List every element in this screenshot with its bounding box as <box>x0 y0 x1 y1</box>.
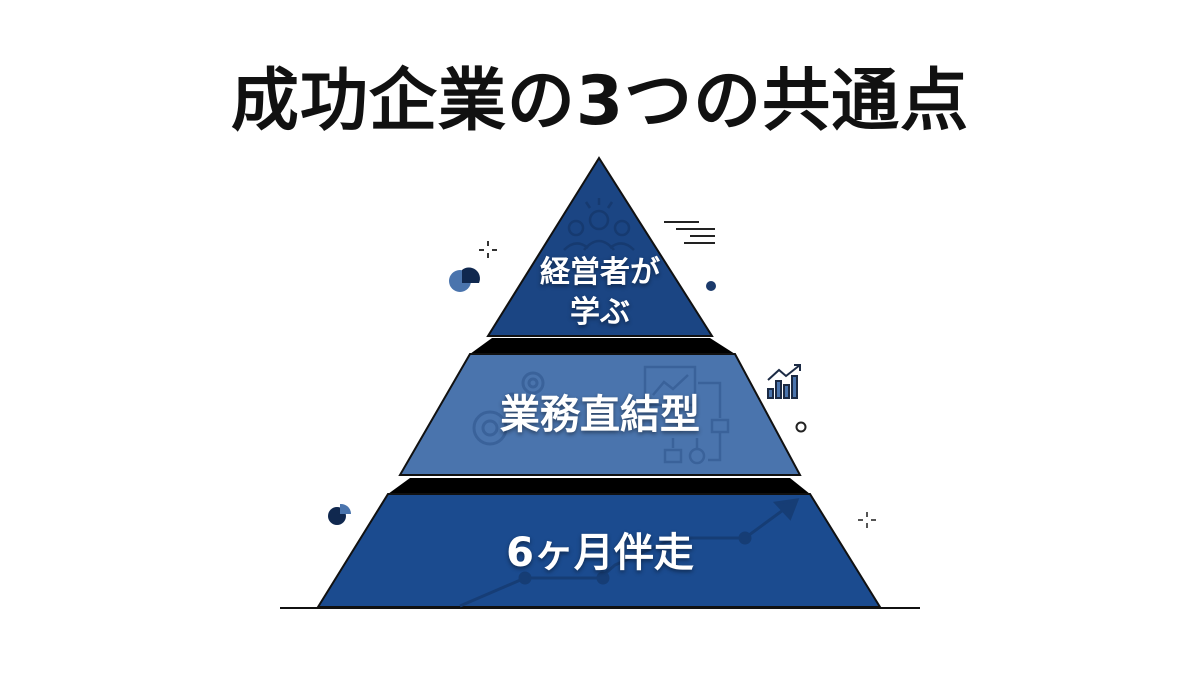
growth-arrow-line-icon <box>459 498 800 608</box>
gears-icon <box>472 371 545 446</box>
tier-middle-label: 業務直結型 <box>500 392 700 438</box>
dot-icon <box>706 281 716 291</box>
tier-top-label-line2: 学ぶ <box>570 295 630 330</box>
page-title: 成功企業の3つの共通点 <box>230 62 970 141</box>
bar-chart-growth-icon <box>767 364 801 399</box>
tier-top-label: 経営者が 学ぶ <box>500 253 700 333</box>
ring-icon <box>795 421 807 433</box>
pie-circle-icon <box>449 267 480 292</box>
sparkle-icon <box>858 512 876 528</box>
tier-bottom-label: 6ヶ月伴走 <box>506 530 694 576</box>
pyramid-tier-top <box>486 156 714 337</box>
flowchart-icon <box>643 365 730 465</box>
sparkle-icon <box>479 241 497 258</box>
pyramid-tier-bottom <box>316 493 882 608</box>
bottom-tier-shadow <box>388 478 810 494</box>
middle-tier-shadow <box>470 338 735 354</box>
speed-lines-icon <box>664 221 715 244</box>
pie-chart-icon <box>328 503 352 525</box>
pyramid-tier-middle <box>398 353 802 476</box>
tier-top-label-line1: 経営者が <box>540 255 660 290</box>
team-leader-icon <box>563 198 635 251</box>
